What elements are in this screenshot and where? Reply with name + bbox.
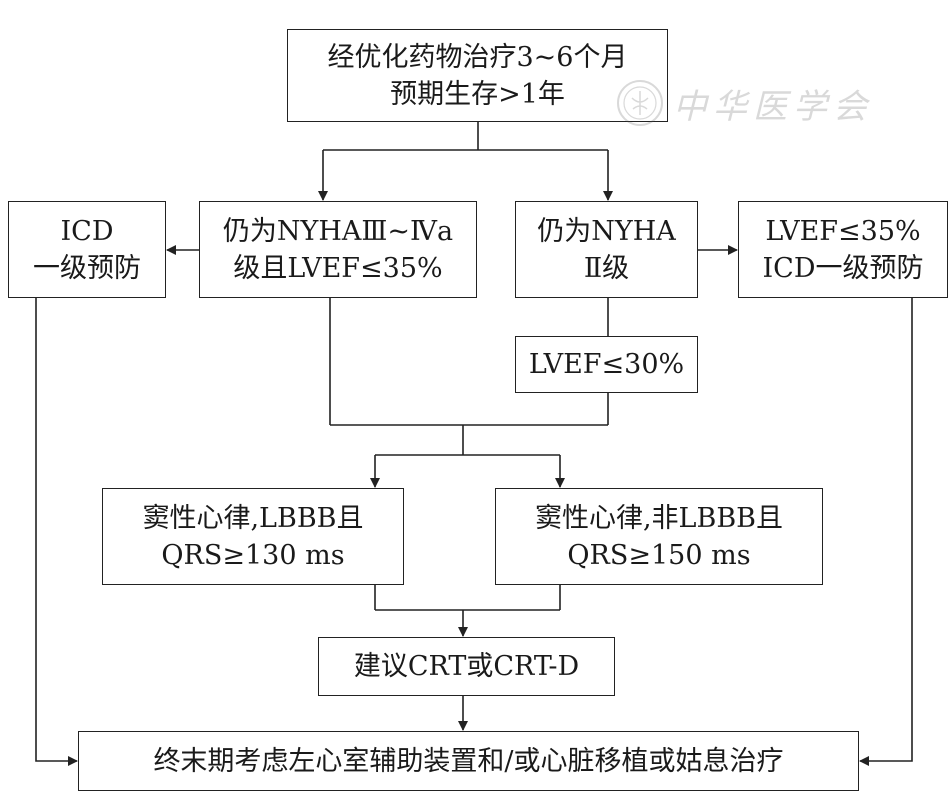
box-sinus-lbbb: 窦性心律,LBBB且 QRS≥130 ms (102, 488, 404, 585)
box-optimized-therapy-line2: 预期生存>1年 (390, 78, 565, 110)
box-icd-primary-left: ICD 一级预防 (8, 201, 166, 298)
arrow-icd-right-to-final (859, 298, 913, 766)
box-sinus-non-lbbb: 窦性心律,非LBBB且 QRS≥150 ms (495, 488, 823, 585)
box-crt-recommendation-text: 建议CRT或CRT-D (353, 651, 580, 682)
box-icd-primary-right-line2: ICD一级预防 (762, 252, 924, 284)
box-sinus-lbbb-line1: 窦性心律,LBBB且 (142, 502, 364, 534)
box-nyha-3-4-line2: 级且LVEF≤35% (233, 252, 443, 284)
box-icd-primary-left-line1: ICD (60, 215, 114, 247)
box-sinus-non-lbbb-line2: QRS≥150 ms (567, 539, 751, 571)
watermark-seal-icon (617, 80, 663, 126)
box-optimized-therapy: 经优化药物治疗3~6个月 预期生存>1年 (287, 29, 668, 122)
box-nyha-3-4-line1: 仍为NYHAⅢ~Ⅳa (222, 215, 454, 247)
box-icd-primary-right: LVEF≤35% ICD一级预防 (738, 201, 948, 298)
arrow-icd-left-to-final (35, 298, 78, 766)
watermark-text: 中华医学会 (673, 86, 873, 127)
box-nyha-2-line2: Ⅱ级 (583, 252, 630, 284)
box-icd-primary-left-line2: 一级预防 (33, 252, 141, 284)
box-nyha-2: 仍为NYHA Ⅱ级 (515, 201, 698, 298)
box-lvef-30-text: LVEF≤30% (528, 349, 685, 380)
box-sinus-lbbb-line2: QRS≥130 ms (161, 539, 345, 571)
box-optimized-therapy-line1: 经优化药物治疗3~6个月 (327, 41, 628, 73)
box-nyha-3-4: 仍为NYHAⅢ~Ⅳa 级且LVEF≤35% (199, 201, 477, 298)
box-end-stage-text: 终末期考虑左心室辅助装置和/或心脏移植或姑息治疗 (153, 745, 784, 777)
box-icd-primary-right-line1: LVEF≤35% (765, 215, 921, 247)
box-crt-recommendation: 建议CRT或CRT-D (318, 637, 615, 696)
box-lvef-30: LVEF≤30% (515, 336, 698, 393)
watermark: 中华医学会 (615, 77, 905, 129)
box-end-stage: 终末期考虑左心室辅助装置和/或心脏移植或姑息治疗 (78, 731, 859, 791)
box-nyha-2-line1: 仍为NYHA (537, 215, 676, 247)
box-sinus-non-lbbb-line1: 窦性心律,非LBBB且 (534, 502, 784, 534)
